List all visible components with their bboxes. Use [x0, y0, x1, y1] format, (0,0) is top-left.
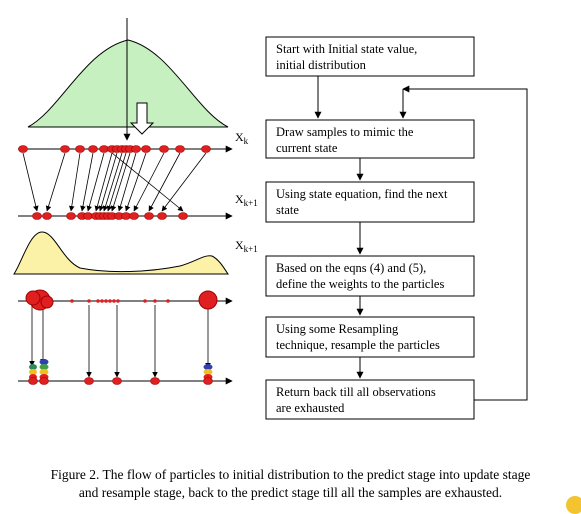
particle-light [116, 299, 120, 303]
particle-light [96, 299, 100, 303]
flow-box-4-line1: Based on the eqns (4) and (5), [276, 261, 426, 275]
particle-light [166, 299, 170, 303]
particles-xk1 [32, 212, 188, 220]
flow-box-3-line1: Using state equation, find the next [276, 187, 448, 201]
prior-distribution-curve [27, 39, 229, 128]
sample-down-arrow-icon [129, 102, 155, 135]
propagation-arrow [94, 152, 113, 212]
particle-light [143, 299, 147, 303]
resampled-particle [203, 369, 213, 375]
resampled-particle [39, 364, 49, 370]
figure-caption: Figure 2. The flow of particles to initi… [0, 466, 581, 502]
flow-box-3 [265, 181, 475, 223]
particle [60, 145, 70, 153]
resampled-particle [39, 359, 49, 365]
resampled-particle [29, 369, 37, 375]
particles-xk [18, 145, 211, 153]
resampled-particle [29, 364, 37, 370]
particle-light [104, 299, 108, 303]
particle [141, 145, 151, 153]
particle [32, 212, 42, 220]
likelihood-curve [13, 231, 229, 275]
particle-light [100, 299, 104, 303]
particle [129, 212, 139, 220]
resampled-particle [112, 377, 122, 385]
particle-heavy [25, 290, 41, 306]
particle-light [112, 299, 116, 303]
particle [157, 212, 167, 220]
particle [131, 145, 141, 153]
particle-light [153, 299, 157, 303]
particle-filter-figure: Xk Xk+1 Xk+1 Start with Initial state va… [13, 18, 528, 420]
particle [175, 145, 185, 153]
flowchart: Start with Initial state value, initial … [265, 36, 528, 420]
resampled-particle [39, 377, 49, 385]
flow-box-6-line2: are exhausted [276, 401, 345, 415]
flow-box-4 [265, 255, 475, 297]
particle [88, 145, 98, 153]
particle [66, 212, 76, 220]
resample-arrows [29, 305, 211, 378]
particle [159, 145, 169, 153]
resampled-particle [203, 364, 213, 370]
propagation-arrow [106, 152, 127, 212]
particle [178, 212, 188, 220]
particle-light [108, 299, 112, 303]
flow-box-6-line1: Return back till all observations [276, 385, 436, 399]
resampled-particle [203, 377, 213, 385]
resampled-particle [28, 377, 38, 385]
flow-box-5-line2: technique, resample the particles [276, 338, 440, 352]
propagation-arrow [111, 152, 184, 212]
flow-box-1 [265, 36, 475, 77]
flow-box-2-line2: current state [276, 141, 338, 155]
propagation-arrow [80, 152, 94, 212]
resampled-particles [28, 359, 213, 385]
propagation-arrow [45, 152, 66, 212]
label-xk1: Xk+1 [235, 192, 258, 208]
label-xk1-weights: Xk+1 [235, 238, 258, 254]
propagation-arrow [124, 152, 147, 212]
particle [121, 212, 131, 220]
particle [75, 145, 85, 153]
propagation-arrow [98, 152, 118, 212]
flow-box-1-line1: Start with Initial state value, [276, 42, 417, 56]
propagation-arrow [117, 152, 137, 212]
flow-box-3-line2: state [276, 203, 299, 217]
particle [144, 212, 154, 220]
caption-line-1: Figure 2. The flow of particles to initi… [50, 467, 531, 482]
flow-box-6 [265, 379, 475, 420]
particle [99, 145, 109, 153]
particle-heavy [40, 295, 54, 309]
resampled-particle [39, 369, 49, 375]
particle [201, 145, 211, 153]
resampled-particle [84, 377, 94, 385]
weighted-particles [25, 289, 218, 311]
resampled-particle [150, 377, 160, 385]
propagation-arrow [102, 152, 123, 212]
particle [42, 212, 52, 220]
loop-back-connector [402, 85, 528, 401]
flow-box-4-line2: define the weights to the particles [276, 277, 444, 291]
caption-line-2: and resample stage, back to the predict … [78, 485, 503, 500]
propagation-arrow [133, 152, 165, 212]
particle [18, 145, 28, 153]
flow-box-5-line1: Using some Resampling [276, 322, 399, 336]
propagation-arrow [86, 152, 105, 212]
flow-box-5 [265, 316, 475, 358]
particle-light [87, 299, 91, 303]
flow-box-1-line2: initial distribution [276, 58, 367, 72]
propagation-arrow [69, 152, 81, 212]
flow-box-2 [265, 119, 475, 159]
corner-decoration [566, 496, 581, 514]
propagation-arrow [22, 152, 39, 212]
propagation-arrow [110, 152, 131, 212]
label-xk: Xk [235, 130, 249, 146]
propagation-arrows [22, 152, 207, 212]
particle-heavy [198, 290, 218, 310]
propagation-arrow [161, 152, 207, 212]
particle [83, 212, 93, 220]
propagation-arrow [148, 152, 181, 212]
particle-light [70, 299, 74, 303]
flow-box-2-line1: Draw samples to mimic the [276, 125, 414, 139]
